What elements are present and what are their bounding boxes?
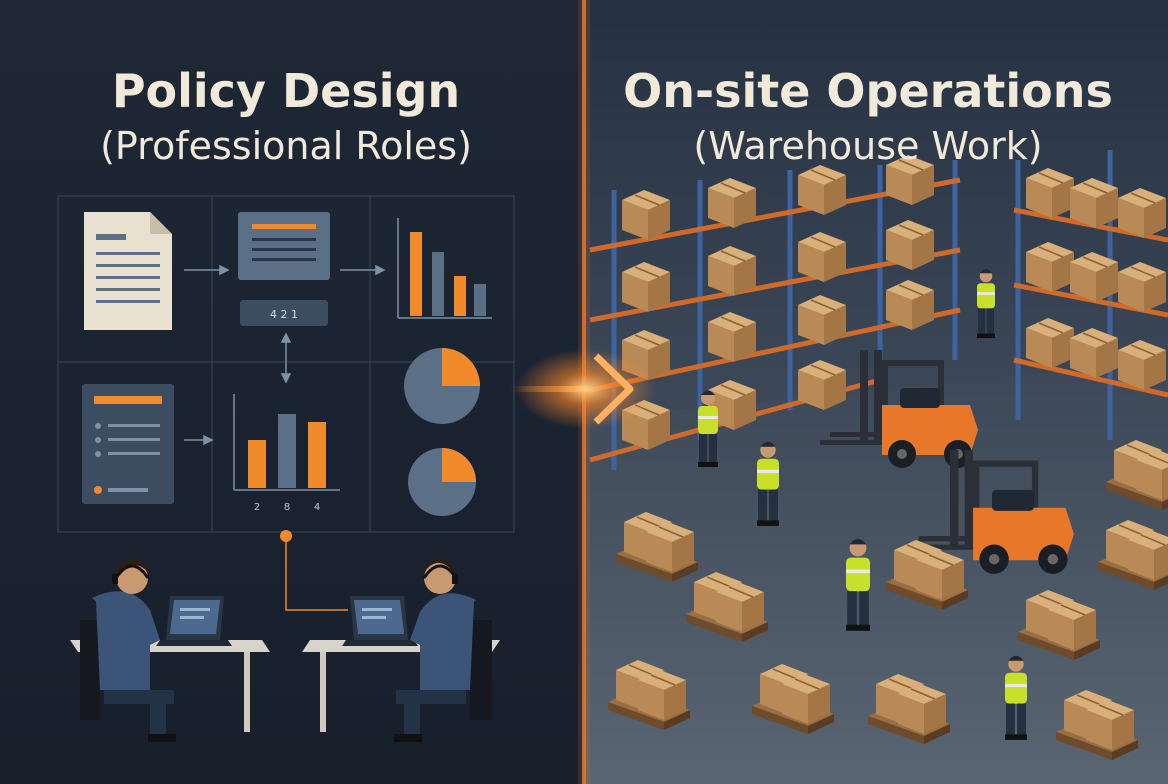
headset-worker-icon (80, 559, 176, 742)
policy-design-subtitle: (Professional Roles) (100, 124, 472, 168)
operations-title: On-site Operations (623, 64, 1113, 118)
pie-chart-icon (408, 448, 476, 516)
card-numbers: 4 2 1 (270, 308, 298, 321)
bar-chart-icon: 2 8 4 (233, 394, 340, 513)
document-icon (84, 212, 172, 330)
bar-chart-icon (397, 218, 492, 319)
desk-workstation (70, 559, 270, 742)
operations-subtitle: (Warehouse Work) (693, 124, 1043, 168)
pallet-rack-icon (1013, 150, 1168, 440)
headset-worker-icon (394, 559, 492, 742)
pie-chart-icon (404, 348, 480, 424)
axis-label: 8 (284, 502, 290, 513)
desk-workstation (302, 559, 500, 742)
checklist-card-icon (82, 384, 174, 504)
laptop-icon (342, 596, 418, 646)
divider (510, 0, 656, 784)
flow-arrow-icon (184, 264, 386, 446)
report-card-icon: 4 2 1 (238, 212, 330, 326)
arrow-right-icon (593, 353, 634, 425)
laptop-icon (156, 596, 232, 646)
axis-label: 2 (254, 502, 260, 513)
policy-design-title: Policy Design (111, 64, 461, 118)
warehouse-worker-icon (977, 269, 995, 339)
axis-label: 4 (314, 502, 320, 513)
connector-line (280, 530, 348, 611)
